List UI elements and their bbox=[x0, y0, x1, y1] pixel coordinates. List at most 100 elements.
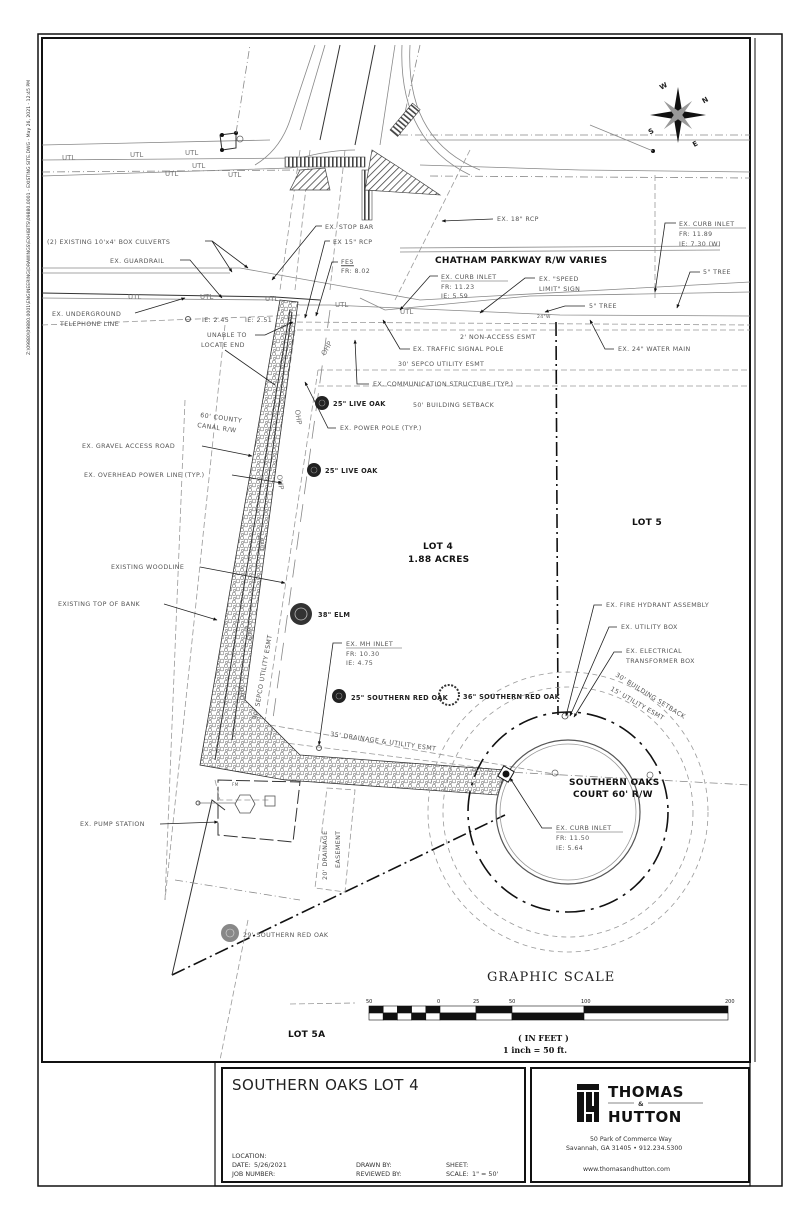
callout-fes-fr: FR: 8.02 bbox=[341, 268, 370, 275]
drainage-easement-20-label: 20' DRAINAGE bbox=[322, 831, 329, 880]
road-name-label: CHATHAM PARKWAY R/W VARIES bbox=[435, 256, 607, 266]
callout-curb-inlet-n-fr: FR: 11.23 bbox=[441, 284, 475, 291]
callout-curb-inlet-ne-fr: FR: 11.89 bbox=[679, 231, 713, 238]
callout-unable-to-locate: UNABLE TO bbox=[207, 332, 247, 339]
title-block: SOUTHERN OAKS LOT 4 LOCATION: DATE: 5/26… bbox=[214, 1061, 751, 1187]
scale-bar-segment bbox=[583, 1005, 729, 1014]
callout-rcp-15: EX 15" RCP bbox=[333, 239, 372, 246]
scale-tick-label: 0 bbox=[437, 999, 440, 1005]
scale-bar-segment bbox=[439, 1005, 477, 1014]
lot-5a-label: LOT 5A bbox=[288, 1030, 325, 1040]
compass-label: E bbox=[691, 139, 699, 148]
scale-bar-segment bbox=[411, 1005, 427, 1014]
utl-tag: UTL bbox=[228, 171, 241, 179]
scale-bar-segment bbox=[368, 1012, 384, 1021]
scale-bar-segment bbox=[397, 1012, 412, 1021]
utl-tag: UTL bbox=[165, 170, 178, 178]
scale-bar-segment bbox=[425, 1012, 441, 1021]
scale-bar-segment bbox=[583, 1012, 729, 1021]
callout-top-of-bank: EXISTING TOP OF BANK bbox=[58, 601, 141, 608]
utl-tag: UTL bbox=[185, 149, 198, 157]
water-line-tag: 24"W bbox=[537, 314, 551, 320]
callout-speed-sign: LIMIT" SIGN bbox=[539, 286, 580, 293]
trees: 25" LIVE OAK 25" LIVE OAK 38" ELM 25" SO… bbox=[221, 396, 560, 942]
callout-underground-tel: TELEPHONE LINE bbox=[59, 321, 119, 328]
graphic-scale-title: GRAPHIC SCALE bbox=[487, 970, 615, 985]
utl-tag: UTL bbox=[130, 151, 143, 159]
scale-tick-label: 50 bbox=[366, 999, 372, 1005]
scale-value: 1" = 50' bbox=[472, 1170, 499, 1178]
callout-ie-251: IE: 2.51 bbox=[245, 317, 272, 324]
company-logo-icon bbox=[577, 1084, 599, 1122]
ohp-tag: OHP bbox=[237, 685, 247, 701]
location-label: LOCATION: bbox=[232, 1152, 266, 1160]
scale-bar-segment bbox=[382, 1005, 398, 1014]
ohp-tag: OHP bbox=[244, 625, 254, 641]
scale-label: SCALE: bbox=[446, 1170, 469, 1178]
callout-pump-station: EX. PUMP STATION bbox=[80, 821, 145, 828]
callout-curb-inlet-ne: EX. CURB INLET bbox=[679, 221, 735, 228]
callout-power-pole: EX. POWER POLE (TYP.) bbox=[340, 425, 422, 432]
utl-tag: UTL bbox=[62, 154, 75, 162]
scale-bar-segment bbox=[439, 1012, 477, 1021]
tree-icon bbox=[332, 689, 346, 703]
scale-bar-segment bbox=[368, 1005, 384, 1014]
sheet-label: SHEET: bbox=[446, 1161, 468, 1169]
lot-4-area: 1.88 ACRES bbox=[408, 555, 469, 565]
callout-curb-inlet-s-fr: FR: 11.50 bbox=[556, 835, 590, 842]
utl-tag: UTL bbox=[128, 293, 141, 301]
utl-tag: UTL bbox=[192, 162, 205, 170]
drainage-easement-20-label: EASEMENT bbox=[335, 831, 342, 868]
company-name-line1: THOMAS bbox=[608, 1083, 684, 1101]
callout-comm-structure: EX. COMMUNICATION STRUCTURE (TYP.) bbox=[373, 381, 513, 388]
tree-label: 25" SOUTHERN RED OAK bbox=[351, 694, 449, 702]
court-row-label: COURT 60' R/W bbox=[573, 790, 653, 800]
ohp-tag: OHP bbox=[293, 409, 303, 425]
project-title: SOUTHERN OAKS LOT 4 bbox=[232, 1076, 419, 1094]
callout-curb-inlet-ne-ie: IE: 7.30 (W) bbox=[679, 241, 721, 248]
tree-label: 25" LIVE OAK bbox=[325, 467, 378, 475]
ohp-tag: OHP bbox=[257, 535, 267, 551]
scale-bar-segment bbox=[411, 1012, 427, 1021]
reviewed-by-label: REVIEWED BY: bbox=[356, 1170, 401, 1178]
callout-ie-245: IE: 2.45 bbox=[202, 317, 229, 324]
crosswalk bbox=[284, 156, 366, 168]
callout-curb-inlet-n-ie: IE: 5.59 bbox=[441, 293, 468, 300]
callout-sepco-30: 30' SEPCO UTILITY ESMT bbox=[398, 361, 484, 368]
court-name-label: SOUTHERN OAKS bbox=[569, 778, 660, 788]
ohp-tag: OHP bbox=[320, 340, 334, 357]
callout-tree-5b: 5" TREE bbox=[589, 303, 617, 310]
graphic-scale-units: ( IN FEET ) bbox=[518, 1033, 569, 1043]
callout-stop-bar: EX. STOP BAR bbox=[325, 224, 374, 231]
utl-tag: UTL bbox=[335, 301, 348, 309]
callout-curb-inlet-n: EX. CURB INLET bbox=[441, 274, 497, 281]
property-boundaries bbox=[164, 321, 751, 1061]
callout-mh-inlet-ie: IE: 4.75 bbox=[346, 660, 373, 667]
tree-label: 25" LIVE OAK bbox=[333, 400, 386, 408]
callout-speed-sign: EX. "SPEED bbox=[539, 276, 579, 283]
callout-drainage-35: 35' DRAINAGE & UTILITY ESMT bbox=[330, 731, 437, 753]
callout-water-main: EX. 24" WATER MAIN bbox=[618, 346, 691, 353]
compass-rose-icon: W N E S bbox=[647, 81, 710, 149]
lot-4-label: LOT 4 bbox=[423, 542, 453, 552]
callout-rcp-18: EX. 18" RCP bbox=[497, 216, 539, 223]
company-website[interactable]: www.thomasandhutton.com bbox=[583, 1166, 670, 1173]
compass-label: S bbox=[647, 127, 656, 137]
callout-utility-box: EX. UTILITY BOX bbox=[621, 624, 678, 631]
scale-bar-segment bbox=[475, 1005, 513, 1014]
scale-bar-segment bbox=[511, 1005, 585, 1014]
callout-transformer-box: TRANSFORMER BOX bbox=[625, 658, 695, 665]
company-ampersand: & bbox=[638, 1100, 644, 1108]
scale-tick-label: 100 bbox=[581, 999, 591, 1005]
tree-icon bbox=[221, 924, 239, 942]
tree-icon bbox=[290, 603, 312, 625]
callout-sepco-vertical: 30' SEPCO UTILITY ESMT bbox=[252, 634, 274, 720]
callout-underground-tel: EX. UNDERGROUND bbox=[52, 311, 121, 318]
compass-label: N bbox=[701, 95, 710, 105]
callout-box-culverts: (2) EXISTING 10'x4' BOX CULVERTS bbox=[47, 239, 170, 246]
utility-line-labels: UTL UTL UTL UTL UTL UTL UTL UTL UTL UTL … bbox=[62, 149, 551, 320]
callout-fes: FES bbox=[341, 259, 354, 266]
callout-curb-inlet-s-ie: IE: 5.64 bbox=[556, 845, 583, 852]
